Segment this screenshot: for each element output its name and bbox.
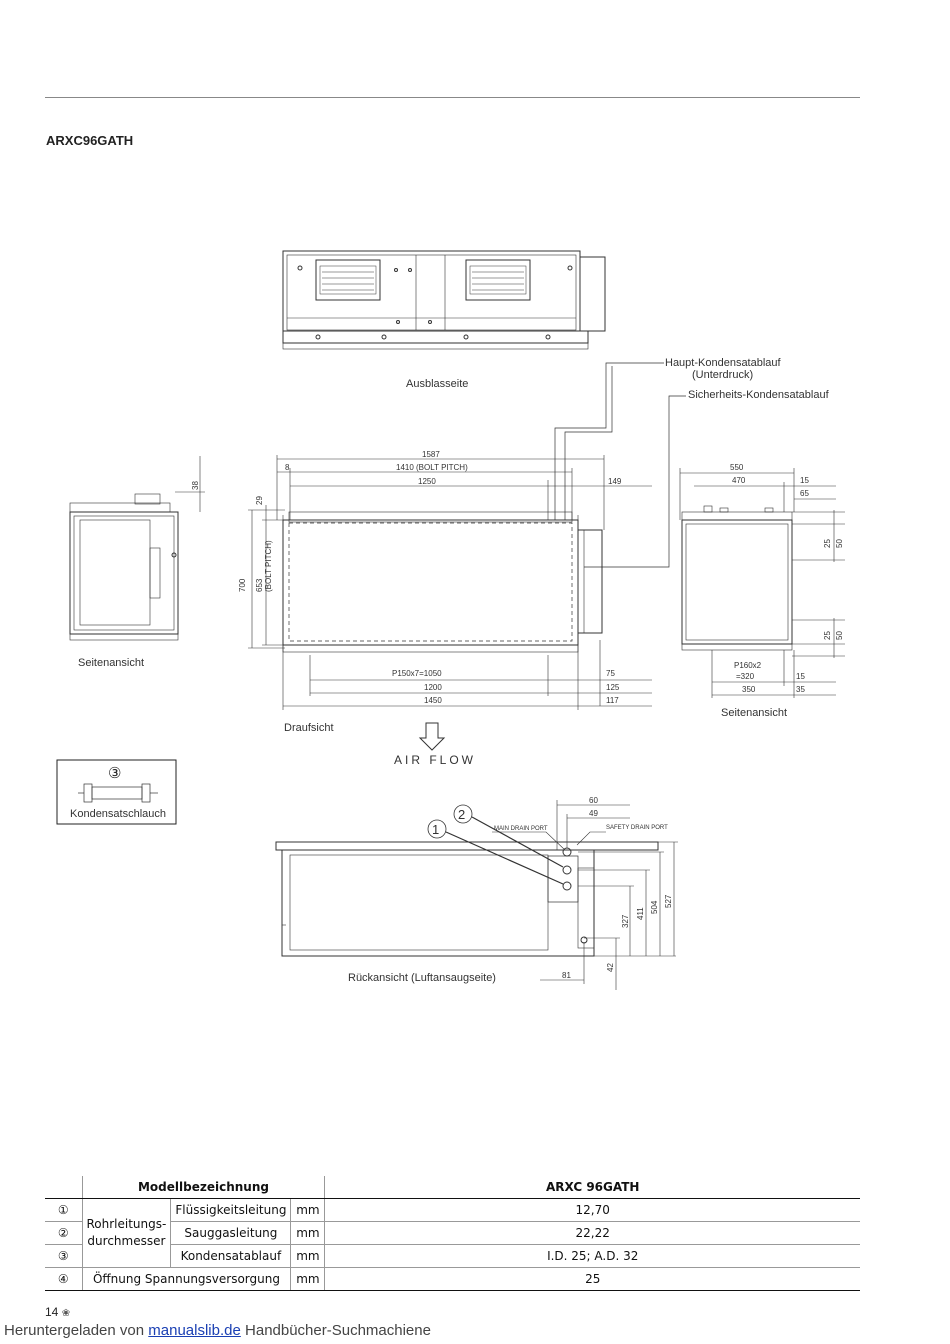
svg-text:149: 149: [608, 477, 622, 486]
rear-dim-labels: 60 49 327 411 504 527 42 81: [562, 796, 673, 980]
svg-text:=320: =320: [736, 672, 755, 681]
svg-text:350: 350: [742, 685, 756, 694]
label-main-drain: Haupt-Kondensatablauf: [665, 357, 782, 369]
top-rule: [45, 97, 860, 98]
svg-text:653: 653: [255, 578, 264, 592]
label-side-right: Seitenansicht: [721, 707, 787, 719]
table-row: ④ Öffnung Spannungsversorgung mm 25: [45, 1267, 860, 1291]
svg-text:1410 (BOLT PITCH): 1410 (BOLT PITCH): [396, 463, 468, 472]
svg-text:411: 411: [636, 907, 645, 920]
leader-2: [471, 816, 564, 868]
svg-text:35: 35: [796, 685, 805, 694]
marker-1-icon: [427, 819, 447, 839]
svg-text:29: 29: [255, 496, 264, 505]
table-row: ② Sauggasleitung mm 22,22: [45, 1221, 860, 1245]
svg-text:125: 125: [606, 683, 620, 692]
label-side-left: Seitenansicht: [78, 657, 144, 669]
svg-text:117: 117: [606, 696, 619, 705]
svg-text:81: 81: [562, 971, 571, 980]
svg-text:327: 327: [621, 914, 630, 928]
right-side-view: [681, 505, 793, 651]
svg-text:1587: 1587: [422, 450, 440, 459]
top-view-dimensions: [175, 455, 652, 710]
svg-text:25: 25: [823, 631, 832, 640]
top-view: [282, 511, 603, 655]
hose-box: [56, 759, 177, 825]
leader-1: [445, 831, 564, 885]
hose-number: ③: [108, 765, 121, 782]
label-hose: Kondensatschlauch: [70, 808, 166, 820]
svg-text:550: 550: [730, 463, 744, 472]
outlet-view: [282, 250, 606, 350]
svg-text:P150x7=1050: P150x7=1050: [392, 669, 442, 678]
svg-text:50: 50: [835, 631, 844, 640]
table-row: ① Rohrleitungs- durchmesser Flüssigkeits…: [45, 1198, 860, 1268]
svg-text:P160x2: P160x2: [734, 661, 762, 670]
svg-text:15: 15: [800, 476, 809, 485]
header-model: Modellbezeichnung: [81, 1176, 325, 1199]
svg-text:470: 470: [732, 476, 746, 485]
header-value: ARXC 96GATH: [324, 1176, 860, 1199]
svg-text:8: 8: [285, 463, 290, 472]
pipe-group-label: Rohrleitungs- durchmesser: [81, 1198, 171, 1268]
svg-text:1450: 1450: [424, 696, 442, 705]
top-dim-labels: 1587 8 1410 (BOLT PITCH) 1250 149 29 700…: [191, 450, 622, 705]
label-airflow: AIR FLOW: [394, 753, 476, 767]
download-footer: Heruntergeladen von manualslib.de Handbü…: [4, 1322, 431, 1339]
page-number: 14 ❀: [45, 1305, 71, 1319]
svg-text:75: 75: [606, 669, 615, 678]
right-side-dimensions: [679, 468, 845, 698]
airflow-arrow-icon: [418, 722, 446, 751]
svg-text:25: 25: [823, 539, 832, 548]
svg-text:1200: 1200: [424, 683, 442, 692]
manualslib-link[interactable]: manualslib.de: [148, 1322, 241, 1339]
rear-view: [275, 841, 659, 957]
table-row: ③ Kondensatablauf mm I.D. 25; A.D. 32: [45, 1244, 860, 1268]
model-title: ARXC96GATH: [46, 133, 134, 148]
svg-text:50: 50: [835, 539, 844, 548]
label-rear-view: Rückansicht (Luftansaugseite): [348, 972, 496, 984]
rear-view-dimensions: [540, 800, 678, 990]
label-top-view: Draufsicht: [284, 722, 334, 734]
svg-text:1: 1: [432, 822, 439, 837]
side-dim-labels: 550 470 15 65 25 50 25 50 P160x2 =320 15…: [730, 463, 844, 694]
spec-header: Modellbezeichnung ARXC 96GATH: [45, 1176, 860, 1199]
safety-drain-port-label: SAFETY DRAIN PORT: [606, 825, 668, 831]
svg-text:42: 42: [606, 963, 615, 972]
spec-table: Modellbezeichnung ARXC 96GATH ① Rohrleit…: [45, 1176, 860, 1291]
svg-text:(BOLT PITCH): (BOLT PITCH): [264, 540, 273, 592]
marker-2-icon: [453, 804, 473, 824]
svg-text:60: 60: [589, 796, 598, 805]
svg-text:49: 49: [589, 809, 598, 818]
svg-text:15: 15: [796, 672, 805, 681]
svg-text:1250: 1250: [418, 477, 436, 486]
label-safety-drain: Sicherheits-Kondensatablauf: [688, 389, 830, 401]
svg-text:504: 504: [650, 900, 659, 914]
svg-text:65: 65: [800, 489, 809, 498]
svg-text:2: 2: [458, 807, 465, 822]
main-drain-port-label: MAIN DRAIN PORT: [494, 826, 548, 832]
svg-text:38: 38: [191, 481, 200, 490]
svg-text:527: 527: [664, 894, 673, 908]
left-side-view: [69, 493, 179, 641]
label-outlet: Ausblasseite: [406, 378, 468, 390]
leaf-icon: ❀: [61, 1308, 71, 1319]
label-main-drain-sub: (Unterdruck): [692, 369, 753, 381]
svg-text:700: 700: [238, 578, 247, 592]
